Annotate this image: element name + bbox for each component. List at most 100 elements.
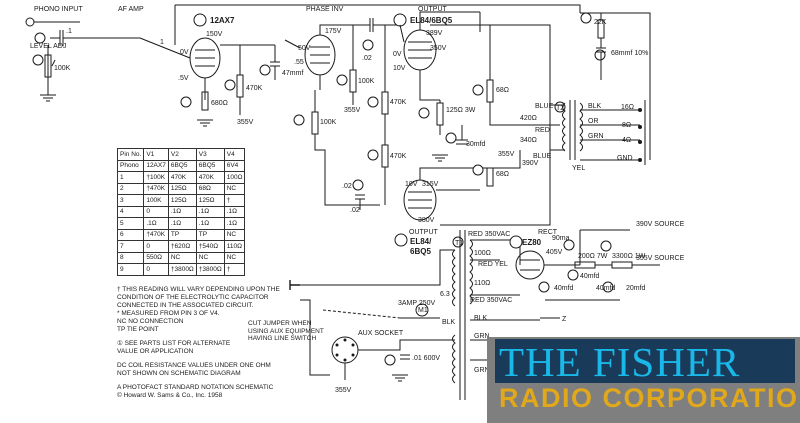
ground-symbol-2: [197, 119, 213, 127]
r8-wire: [489, 25, 520, 126]
r13-label: 3300Ω 1W: [612, 253, 646, 260]
table-cell: 7: [116, 240, 145, 253]
r5-resistor: [349, 69, 357, 93]
blk3-label: BLK: [474, 315, 488, 322]
t2-secondary: [579, 102, 583, 152]
table-cell: †: [223, 194, 246, 207]
cut-jumper-note: CUT JUMPER WHEN USING AUX EQUIPMENT HAVI…: [248, 320, 328, 343]
v1-label: 12AX7: [210, 16, 235, 25]
r9-label: 125Ω 3W: [446, 107, 476, 114]
c2-marker: [445, 132, 457, 144]
v390-label: 390V: [522, 160, 539, 167]
v2-label: EL84/6BQ5: [410, 16, 453, 25]
table-cell: TP: [195, 228, 225, 241]
r8-label: 68Ω: [496, 87, 509, 94]
c8-label: .01 600V: [412, 355, 440, 362]
r11-marker: [472, 164, 484, 176]
v1-pin-label: 1: [160, 39, 164, 46]
table-cell: 1: [116, 171, 145, 184]
term-4: [638, 140, 642, 144]
table-cell: †540Ω: [195, 240, 225, 253]
table-header: V2: [167, 148, 197, 161]
m1-fuse: [415, 303, 429, 317]
phase-inv-plate: [319, 24, 360, 35]
r5-label: 100K: [358, 78, 375, 85]
blue2-label: BLUE: [533, 153, 552, 160]
t2-out-wires: [580, 109, 640, 161]
r1-label: 100K: [54, 65, 71, 72]
blue1-label: BLUE: [535, 103, 554, 110]
t1-label: T1: [455, 240, 463, 247]
c6-capacitor: [360, 18, 400, 32]
table-header: V1: [143, 148, 169, 161]
ma90-label: 90ma: [552, 235, 570, 242]
table-cell: .1Ω: [223, 205, 246, 218]
brand-banner: THE FISHER RADIO CORPORATION: [487, 337, 800, 423]
cut-note-line: USING AUX EQUIPMENT: [248, 327, 324, 335]
table-cell: 125Ω: [195, 194, 225, 207]
output-bot-label: OUTPUT: [409, 229, 439, 236]
gnd-label: GND: [617, 155, 633, 162]
c6-marker: [362, 39, 374, 51]
t1-100-label: 100Ω: [474, 250, 491, 257]
table-cell: .1Ω: [223, 217, 246, 230]
brand-subtitle: RADIO CORPORATION: [499, 383, 800, 413]
v0b-label: 0V: [393, 51, 402, 58]
note-line: VALUE OR APPLICATION: [117, 348, 194, 355]
r1-marker: [32, 54, 44, 66]
c2-label: 30mfd: [466, 141, 486, 148]
r3-resistor: [201, 91, 209, 111]
v150-label: 150V: [206, 31, 223, 38]
table-cell: †: [223, 263, 246, 276]
table-cell: 8: [116, 251, 145, 264]
red-label: RED: [535, 127, 550, 134]
table-header: V4: [223, 148, 246, 161]
r2-marker: [224, 79, 236, 91]
grn3-label: GRN: [474, 367, 490, 374]
c4-capacitor: [596, 47, 606, 80]
red350b-label: RED 350VAC: [470, 297, 512, 304]
table-cell: 470K: [195, 171, 225, 184]
table-cell: 12AX7: [143, 159, 169, 172]
table-cell: 0: [143, 240, 169, 253]
r9-marker: [418, 107, 430, 119]
red350-label: RED 350VAC: [468, 231, 510, 238]
aux-pin-2: [351, 343, 355, 347]
v10b-label: 10V: [405, 181, 418, 188]
t2-label: T2: [556, 105, 564, 112]
v405-label: 405V: [546, 249, 563, 256]
r6-resistor: [311, 111, 319, 135]
aux-wire: [358, 339, 455, 351]
r9-resistor: [436, 102, 444, 126]
cc-label: 20mfd: [626, 285, 646, 292]
c7-marker: [352, 179, 364, 191]
out8-label: 8Ω: [622, 122, 631, 129]
v389-label: 389V: [426, 30, 443, 37]
r4-label: 22K: [594, 19, 607, 26]
brand-title-box: THE FISHER: [495, 339, 795, 385]
r12-label: 200Ω 7W: [578, 253, 608, 260]
table-cell: †3800Ω: [167, 263, 197, 276]
v355d-label: 355V: [335, 387, 352, 394]
v3-marker: [394, 233, 408, 247]
c8-marker: [384, 354, 396, 366]
v2-elements: [408, 41, 432, 59]
table-cell: 9: [116, 263, 145, 276]
c1b-marker: [567, 269, 579, 281]
table-cell: †100K: [143, 171, 169, 184]
aux-pin-1: [343, 338, 347, 342]
level-adj-label: LEVEL ADJ: [30, 43, 66, 50]
t1-secondary: [469, 239, 473, 305]
t2-primary: [562, 102, 566, 152]
output-top-label: OUTPUT: [418, 6, 448, 13]
c1a-label: 40mfd: [554, 285, 574, 292]
t1-110-label: 110Ω: [474, 280, 490, 287]
note-line: † THIS READING WILL VARY DEPENDING UPON …: [117, 286, 280, 293]
